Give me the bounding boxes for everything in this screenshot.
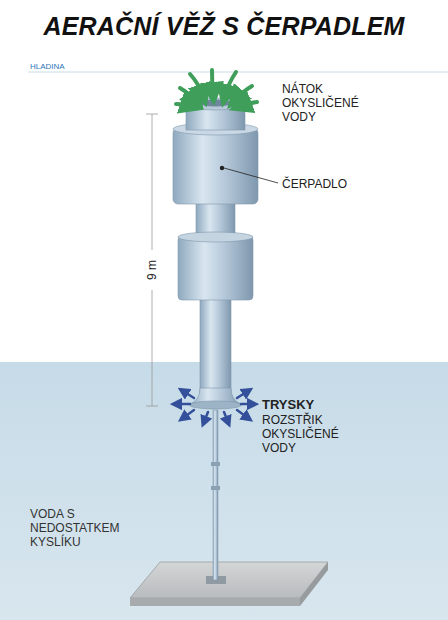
tower-cylinder <box>178 200 253 300</box>
base-plate <box>130 562 328 606</box>
pump-label: ČERPADLO <box>282 177 347 191</box>
inflow-arrows <box>176 70 257 106</box>
diagram-title: AERAČNÍ VĚŽ S ČERPADLEM <box>0 12 448 41</box>
leader-line <box>224 168 278 183</box>
tower-pipe <box>190 298 242 409</box>
water-label: VODA S NEDOSTATKEM KYSLÍKU <box>30 507 126 549</box>
inflow-label: NÁTOK OKYSLIČENÉ VODY <box>282 82 374 124</box>
spray-arrows <box>176 391 253 422</box>
water-region <box>0 362 448 620</box>
spray-label: ROZSTŘIK OKYSLIČENÉ VODY <box>262 413 354 455</box>
dimension-line <box>146 114 158 406</box>
dimension-label: 9 m <box>145 250 159 290</box>
nozzle-label: TRYSKY <box>262 397 314 412</box>
anchor-rod <box>211 410 220 580</box>
pump-body <box>173 98 258 204</box>
surface-label: HLADINA <box>30 62 65 71</box>
